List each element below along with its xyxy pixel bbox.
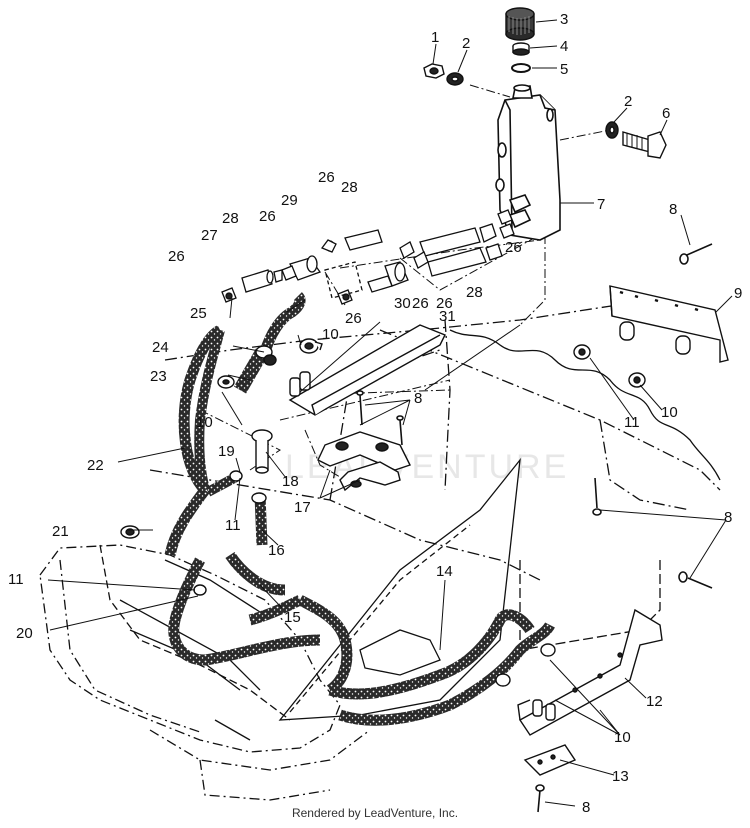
- callout-26a: 26: [318, 169, 335, 186]
- callout-16: 16: [268, 542, 285, 559]
- callout-8a: 8: [669, 201, 677, 218]
- callout-24: 24: [152, 339, 169, 356]
- callout-20: 20: [16, 625, 33, 642]
- callout-11a: 11: [225, 517, 241, 534]
- callout-28a: 28: [341, 179, 358, 196]
- callout-14: 14: [436, 563, 453, 580]
- callout-28c: 28: [466, 284, 483, 301]
- callout-11c: 11: [624, 414, 640, 431]
- tank-ring: [511, 63, 531, 73]
- callout-26b: 26: [259, 208, 276, 225]
- callout-27: 27: [201, 227, 218, 244]
- callout-30: 30: [394, 295, 411, 312]
- callout-23: 23: [150, 368, 167, 385]
- callout-9: 9: [734, 285, 742, 302]
- callout-7: 7: [597, 196, 605, 213]
- fuel-line-assembly: [221, 209, 515, 305]
- callout-11b: 11: [8, 571, 24, 588]
- callout-1: 1: [431, 29, 439, 46]
- callout-22: 22: [87, 457, 104, 474]
- bracket-lower: [517, 608, 663, 736]
- callout-26g: 26: [345, 310, 362, 327]
- callout-labels: 1 2 3 4 5 2 6 7 8 9 26 28 29 26 28 27 26…: [8, 11, 742, 816]
- callout-2a: 2: [462, 35, 470, 52]
- bolt: [622, 131, 667, 159]
- hose-clamps: [120, 344, 646, 687]
- fuel-tank: [495, 84, 561, 241]
- callout-15: 15: [284, 609, 301, 626]
- screws: [356, 243, 713, 813]
- callout-21: 21: [52, 523, 69, 540]
- callout-6: 6: [662, 105, 670, 122]
- callout-26c: 26: [168, 248, 185, 265]
- washer-right: [605, 121, 619, 139]
- bracket-small: [317, 431, 411, 492]
- cap-seal: [512, 42, 530, 56]
- mounting-bracket: [288, 324, 446, 416]
- callout-17: 17: [294, 499, 311, 516]
- callout-10a: 10: [322, 326, 339, 343]
- callout-10c: 10: [614, 729, 631, 746]
- callout-31: 31: [439, 308, 456, 325]
- callout-29: 29: [281, 192, 298, 209]
- callout-26e: 26: [412, 295, 429, 312]
- callout-26f: 26: [436, 295, 453, 312]
- callout-8b: 8: [414, 390, 422, 407]
- tank-cap: [505, 7, 535, 41]
- callout-26d: 26: [505, 239, 522, 256]
- callout-12: 12: [646, 693, 663, 710]
- callout-28b: 28: [222, 210, 239, 227]
- fuel-hoses: [164, 292, 555, 726]
- callout-leaders: [47, 19, 733, 807]
- callout-25: 25: [190, 305, 207, 322]
- callout-19: 19: [218, 443, 235, 460]
- callout-8c: 8: [724, 509, 732, 526]
- bracket-plate: [609, 285, 729, 363]
- callout-10d: 10: [661, 404, 678, 421]
- callout-4: 4: [560, 38, 568, 55]
- callout-10b: 10: [196, 414, 213, 431]
- callout-8d: 8: [582, 799, 590, 816]
- footer-credit: Rendered by LeadVenture, Inc.: [291, 806, 459, 820]
- washer-left: [446, 72, 464, 86]
- callout-13: 13: [612, 768, 629, 785]
- nut: [423, 63, 445, 79]
- callout-2b: 2: [624, 93, 632, 110]
- callout-3: 3: [560, 11, 568, 28]
- mount-plate: [523, 744, 577, 776]
- callout-5: 5: [560, 61, 568, 78]
- clamp: [299, 338, 323, 354]
- callout-18: 18: [282, 473, 299, 490]
- fitting: [251, 345, 277, 474]
